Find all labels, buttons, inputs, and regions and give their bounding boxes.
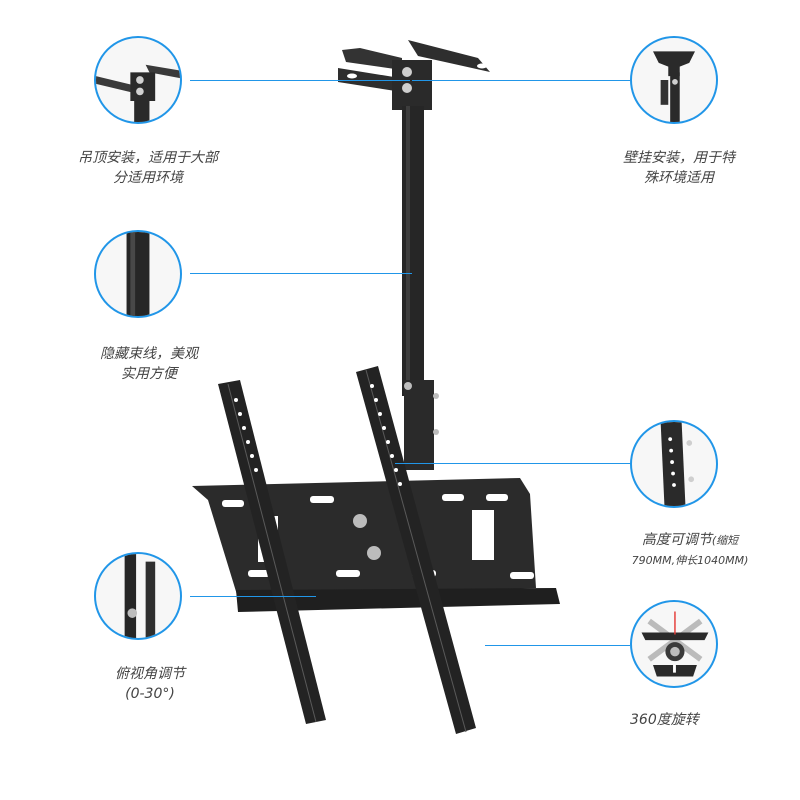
callout-line-height xyxy=(395,463,630,464)
callout-line-wall xyxy=(412,80,630,81)
detail-circle-cable-management xyxy=(94,230,182,318)
pole-tube-icon xyxy=(126,232,150,316)
swivel-joint-icon xyxy=(641,611,709,677)
detail-circle-wall-mount xyxy=(630,36,718,124)
callout-line-cable xyxy=(190,273,412,274)
detail-circle-tilt xyxy=(94,552,182,640)
telescoping-pole-icon xyxy=(660,422,695,506)
label-wall-mount: 壁挂安装，用于特 殊环境适用 xyxy=(623,150,735,186)
detail-circle-ceiling-mount xyxy=(94,36,182,124)
callout-line-tilt xyxy=(190,596,316,597)
label-ceiling-mount: 吊顶安装，适用于大部 分适用环境 xyxy=(78,150,218,186)
callout-line-ceiling xyxy=(190,80,410,81)
label-tilt: 俯视角调节 (0-30°) xyxy=(115,666,185,702)
wall-bracket-icon xyxy=(653,51,695,122)
callout-line-rotate xyxy=(485,645,630,646)
ceiling-bracket-icon xyxy=(96,64,180,122)
detail-circle-height-adjust xyxy=(630,420,718,508)
label-cable-management: 隐藏束线，美观 实用方便 xyxy=(100,346,198,382)
detail-circle-rotation xyxy=(630,600,718,688)
label-height-adjust: 高度可调节(缩短 790MM,伸长1040MM) xyxy=(631,532,749,567)
tilt-joint-icon xyxy=(124,554,156,638)
label-rotation: 360度旋转 xyxy=(630,712,699,728)
